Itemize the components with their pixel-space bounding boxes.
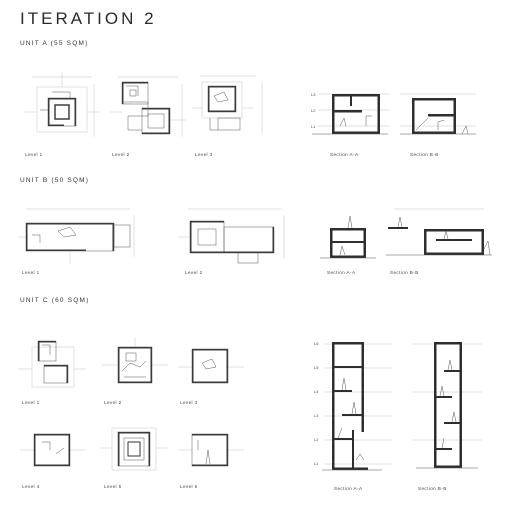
unit-a-section-a-a — [312, 93, 390, 135]
unit-c-level-5-caption: Level 5 — [104, 484, 122, 489]
unit-b-level-2-plan — [178, 208, 285, 264]
unit-a-level-3-caption: Level 3 — [195, 152, 213, 157]
unit-c-level-1-plan — [18, 340, 86, 388]
unit-c-section-level-l2: L2 — [314, 437, 319, 442]
unit-c-level-4-caption: Level 4 — [22, 484, 40, 489]
unit-b-section-a-a — [320, 215, 376, 259]
unit-c-level-6-caption: Level 6 — [180, 484, 198, 489]
unit-c-title: UNIT C (60 SQM) — [20, 297, 90, 304]
unit-a-section-a-a-caption: Section A-A — [330, 152, 359, 157]
unit-b-section-b-b-caption: Section B-B — [390, 270, 419, 275]
unit-c-section-b-b — [412, 342, 482, 469]
unit-c-section-level-l3: L3 — [314, 413, 319, 418]
unit-b-section-b-b — [386, 208, 492, 256]
unit-c-section-level-l4: L4 — [314, 389, 319, 394]
unit-b-level-1-plan — [18, 208, 135, 263]
unit-a-section-level-l1: L1 — [311, 124, 316, 129]
unit-a-title: UNIT A (55 SQM) — [20, 40, 89, 47]
unit-c-section-level-l5: L5 — [314, 365, 319, 370]
unit-c-level-1-caption: Level 1 — [22, 400, 40, 405]
unit-c-level-2-caption: Level 2 — [104, 400, 122, 405]
unit-b-level-2-caption: Level 2 — [185, 270, 203, 275]
unit-a-level-1-plan — [24, 73, 100, 137]
unit-a-section-level-l3: L3 — [311, 92, 316, 97]
unit-c-level-4-plan — [20, 433, 86, 467]
unit-c-section-level-l1: L1 — [314, 461, 319, 466]
unit-a-section-b-b-caption: Section B-B — [410, 152, 439, 157]
unit-b-section-a-a-caption: Section A-A — [327, 270, 356, 275]
unit-a-section-b-b — [400, 93, 476, 135]
unit-c-level-2-plan — [102, 337, 168, 384]
unit-c-section-a-a-caption: Section A-A — [334, 486, 363, 491]
unit-c-level-3-caption: Level 3 — [180, 400, 198, 405]
unit-a-level-3-plan — [192, 75, 263, 134]
unit-a-level-2-caption: Level 2 — [112, 152, 130, 157]
page-title: ITERATION 2 — [20, 9, 157, 28]
unit-a-section-level-l2: L2 — [311, 108, 316, 113]
unit-a-level-1-caption: Level 1 — [25, 152, 43, 157]
unit-c-level-5-plan — [100, 427, 168, 471]
unit-b-level-1-caption: Level 1 — [22, 270, 40, 275]
unit-c-level-6-plan — [178, 433, 244, 467]
unit-c-section-a-a — [322, 342, 392, 471]
unit-c-level-3-plan — [178, 348, 244, 384]
unit-b-title: UNIT B (50 SQM) — [20, 177, 90, 184]
unit-c-section-level-l6: L6 — [314, 341, 319, 346]
unit-c-section-b-b-caption: Section B-B — [418, 486, 447, 491]
unit-a-level-2-plan — [110, 76, 186, 137]
